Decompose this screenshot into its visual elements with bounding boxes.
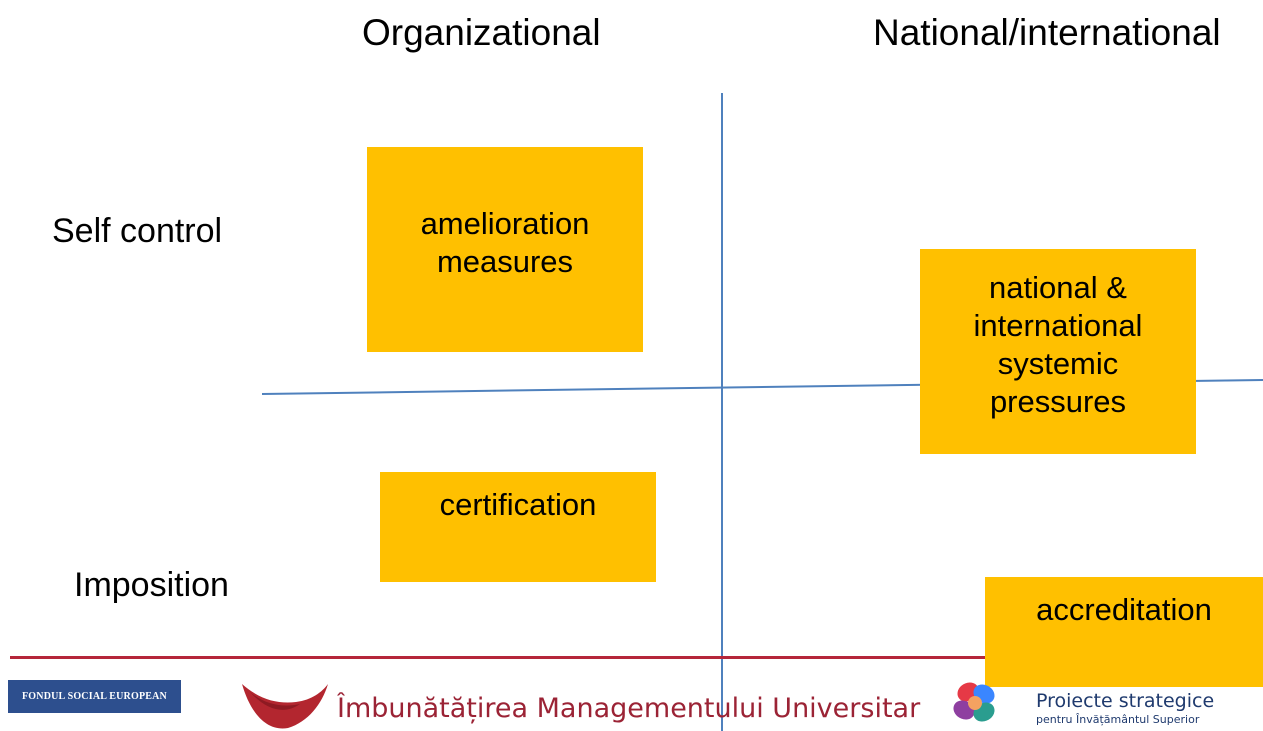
fse-label: FONDUL SOCIAL EUROPEAN (22, 691, 167, 702)
footer-rule (10, 656, 1263, 659)
strategic-title: Proiecte strategice (1036, 690, 1215, 712)
column-header-organizational: Organizational (362, 12, 601, 53)
box-national-international-pressures: national & international systemic pressu… (920, 249, 1196, 454)
box-text: systemic (997, 346, 1119, 381)
petal-logo-icon (953, 682, 995, 722)
row-header-imposition: Imposition (74, 566, 229, 604)
red-swoosh-logo-icon (242, 684, 328, 729)
column-header-national: National/international (873, 12, 1221, 53)
box-amelioration-measures: amelioration measures (367, 147, 643, 352)
box-text: national & (989, 270, 1127, 305)
fse-badge: FONDUL SOCIAL EUROPEAN (8, 680, 181, 713)
box-text: amelioration (420, 206, 590, 241)
row-header-self-control: Self control (52, 212, 223, 250)
box-text: international (973, 308, 1143, 343)
box-text: measures (436, 244, 574, 279)
strategic-subtitle: pentru Învățământul Superior (1036, 713, 1200, 726)
box-text: pressures (989, 384, 1127, 419)
box-certification: certification (380, 472, 656, 582)
box-accreditation: accreditation (985, 577, 1263, 687)
box-text: accreditation (1036, 592, 1212, 627)
box-text: certification (439, 487, 597, 522)
project-title: Îmbunătățirea Managementului Universitar (337, 693, 921, 724)
